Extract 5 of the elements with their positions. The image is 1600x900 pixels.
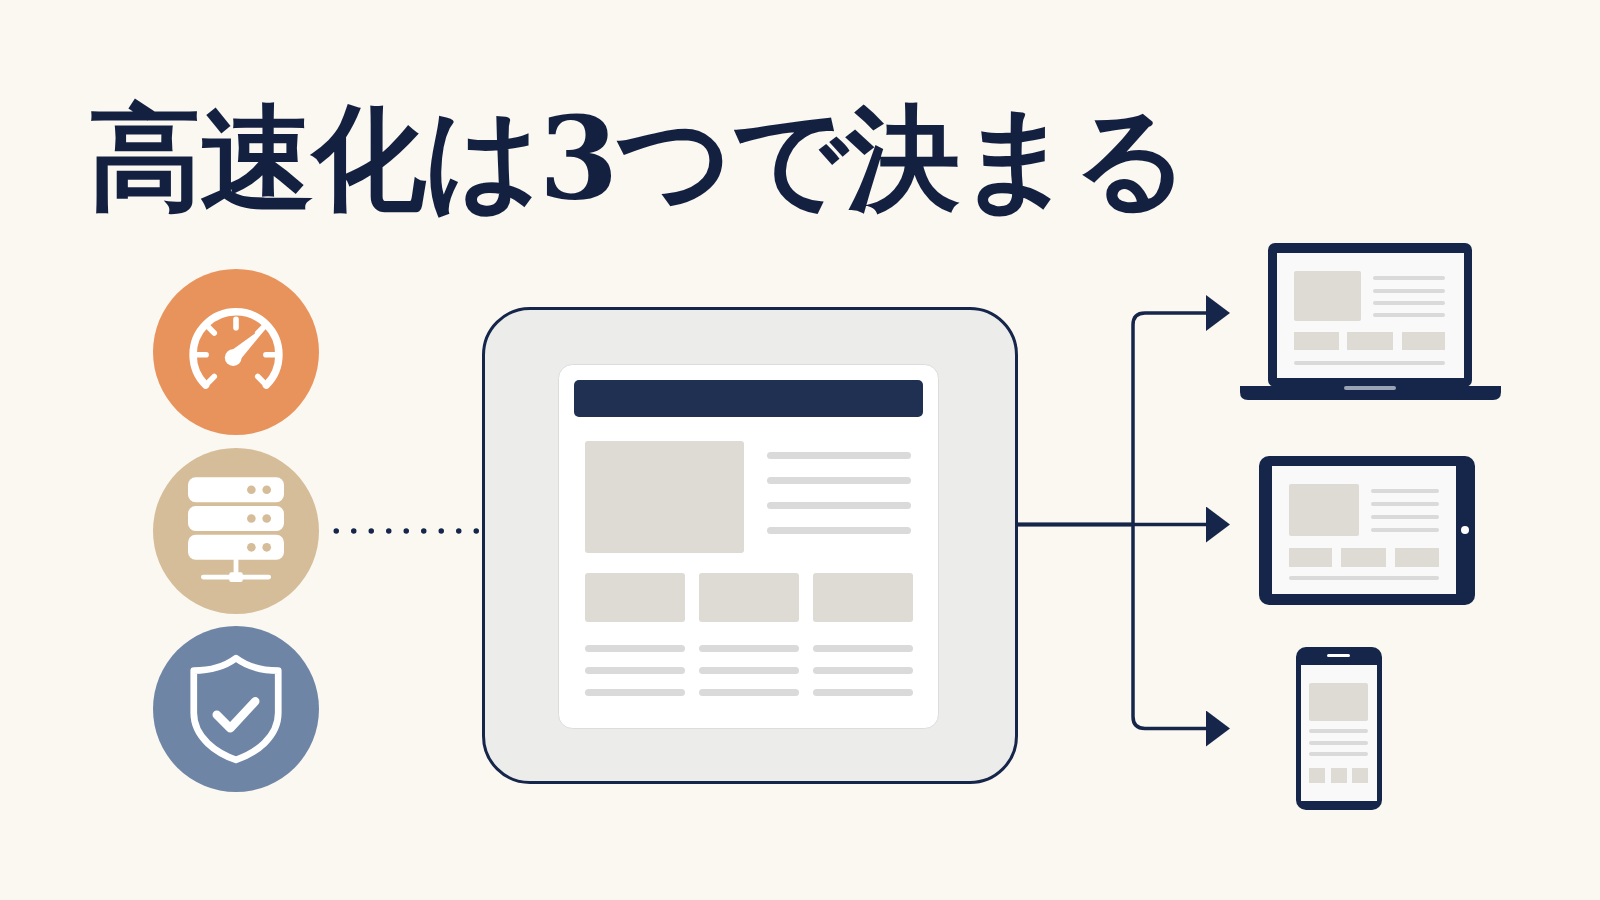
arrow	[1018, 522, 1230, 747]
tablet-illustration	[1259, 456, 1475, 605]
laptop-illustration	[1239, 242, 1502, 400]
title: 高速化は3つで決まる	[88, 96, 1189, 222]
smartphone-illustration	[1296, 647, 1382, 810]
